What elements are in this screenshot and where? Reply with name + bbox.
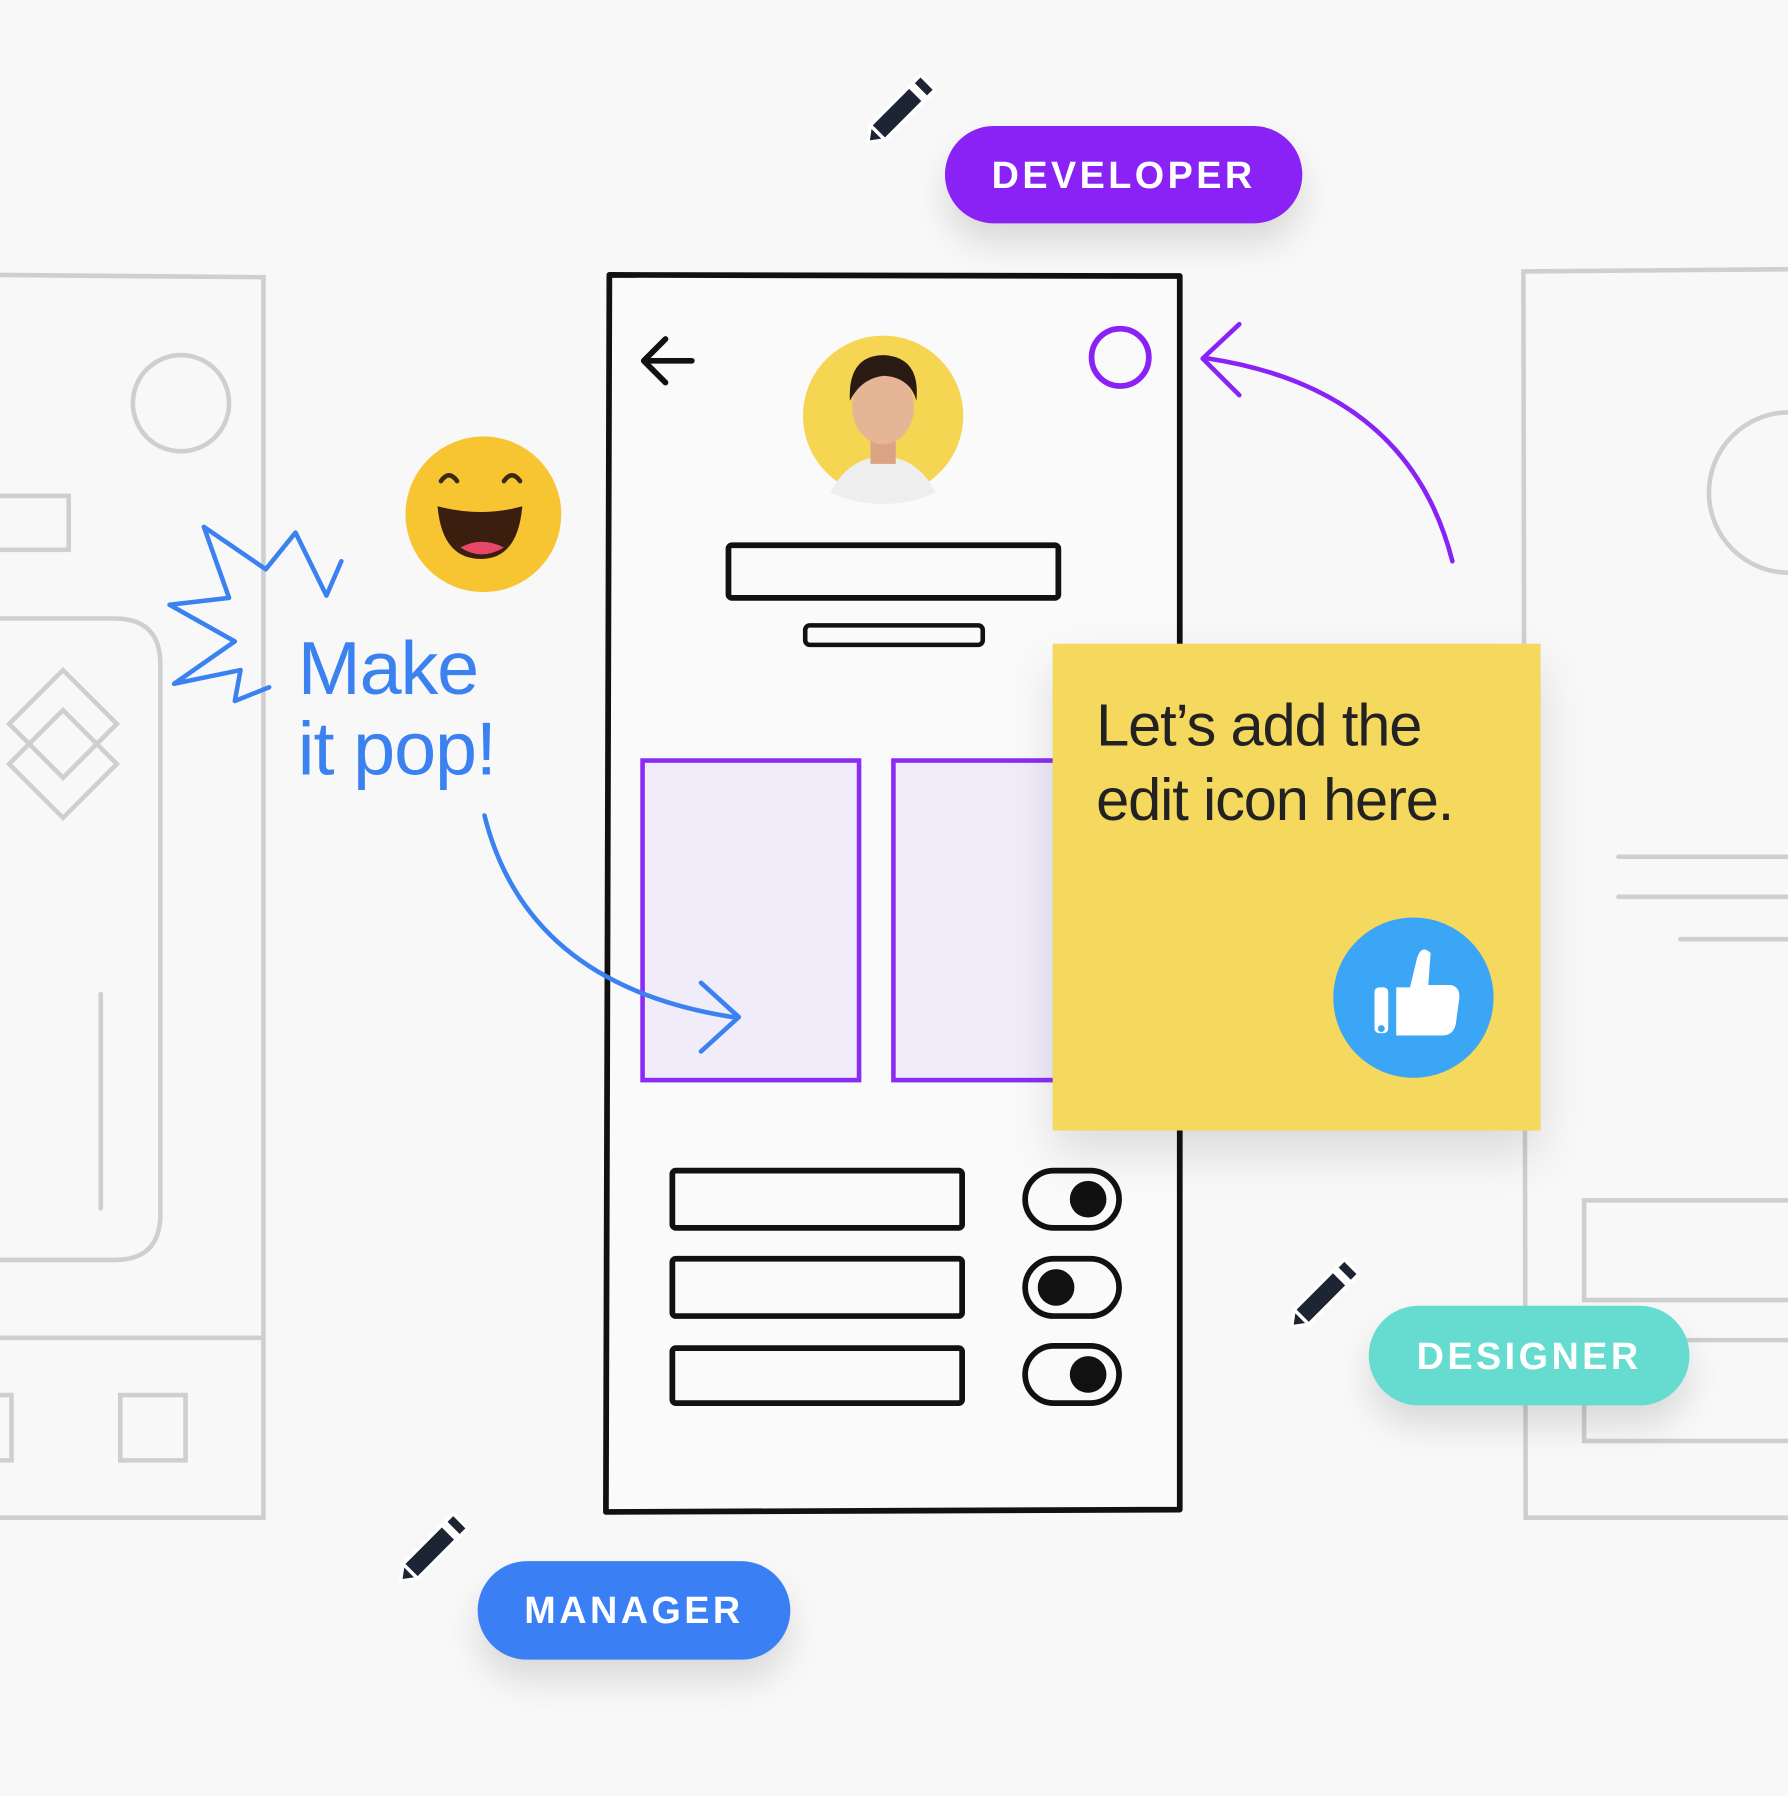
- left-wireframe: [0, 272, 266, 1520]
- purple-arrow: [1200, 321, 1455, 564]
- starburst-icon: [167, 524, 344, 704]
- toggle-switch[interactable]: [1022, 1342, 1122, 1406]
- toggle-knob: [1037, 1269, 1075, 1306]
- thumbs-up-icon[interactable]: [1053, 644, 1541, 1131]
- back-arrow-icon[interactable]: [640, 336, 695, 386]
- designer-tag[interactable]: DESIGNER: [1368, 1305, 1690, 1406]
- purple-circle-icon[interactable]: [1088, 325, 1152, 389]
- avatar: [802, 335, 964, 504]
- make-it-pop-annotation: Make it pop!: [297, 625, 497, 791]
- manager-tag[interactable]: MANAGER: [477, 1561, 791, 1660]
- annotation-line-2: it pop!: [297, 705, 497, 791]
- toggle-switch[interactable]: [1022, 1167, 1122, 1231]
- pencil-icons: [398, 72, 1362, 1584]
- sticky-note[interactable]: Let’s add the edit icon here.: [1052, 643, 1541, 1131]
- annotation-line-1: Make: [297, 625, 479, 711]
- toggle-switch[interactable]: [1022, 1255, 1122, 1319]
- toggle-knob: [1069, 1180, 1107, 1218]
- sticky-note-text: Let’s add the edit icon here.: [1096, 692, 1454, 834]
- laughing-emoji-icon: [405, 436, 562, 593]
- toggle-knob: [1069, 1356, 1107, 1393]
- blue-arrow: [167, 524, 742, 1054]
- content-card-1[interactable]: [640, 758, 862, 1083]
- developer-tag[interactable]: DEVELOPER: [944, 125, 1303, 224]
- list-rows: [669, 1167, 965, 1406]
